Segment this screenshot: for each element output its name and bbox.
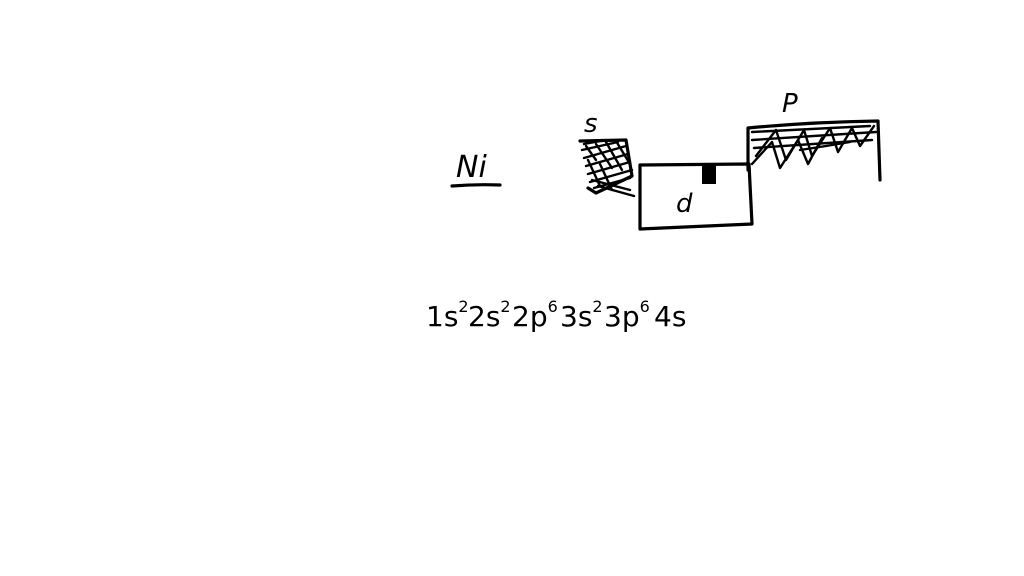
p-block-hatching <box>750 124 878 170</box>
d-block: d <box>638 162 754 231</box>
element-label-group: Ni <box>450 150 502 188</box>
electrons-3p: 6 <box>640 297 650 316</box>
config-term-1: 1s2 <box>426 297 469 333</box>
orbital-3s: 3s <box>560 300 592 333</box>
orbital-4s: 4s <box>654 300 686 333</box>
config-term-6: 4s <box>654 300 686 333</box>
electrons-1s: 2 <box>458 297 468 316</box>
d-block-mark <box>702 163 716 184</box>
s-block-label: s <box>584 109 598 139</box>
electron-configuration: 1s2 2s2 2p6 3s2 3p6 4s <box>426 297 686 333</box>
s-block-outline <box>578 138 634 195</box>
orbital-3p: 3p <box>604 300 640 333</box>
d-block-outline <box>638 162 754 231</box>
config-term-4: 3s2 <box>560 297 603 333</box>
element-underline <box>450 183 502 188</box>
p-block-outline <box>746 119 882 182</box>
electrons-2s: 2 <box>500 297 510 316</box>
electrons-2p: 6 <box>548 297 558 316</box>
p-block: P <box>746 89 882 182</box>
electrons-3s: 2 <box>592 297 602 316</box>
config-term-3: 2p6 <box>512 297 558 333</box>
element-symbol: Ni <box>456 150 487 185</box>
s-block: s <box>578 109 636 198</box>
config-term-5: 3p6 <box>604 297 650 333</box>
p-block-label: P <box>782 89 798 119</box>
config-term-2: 2s2 <box>468 297 511 333</box>
orbital-2s: 2s <box>468 300 500 333</box>
orbital-2p: 2p <box>512 300 548 333</box>
orbital-1s: 1s <box>426 300 458 333</box>
d-block-label: d <box>676 189 693 219</box>
s-block-hatching <box>580 138 636 198</box>
